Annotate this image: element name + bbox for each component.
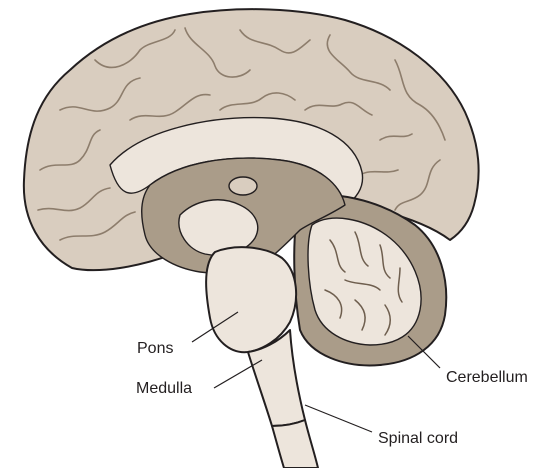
- label-medulla: Medulla: [136, 380, 192, 397]
- label-pons: Pons: [137, 340, 173, 357]
- spinal-cord: [272, 420, 318, 468]
- label-spinal-cord: Spinal cord: [378, 430, 458, 447]
- thalamus-spot: [229, 177, 257, 195]
- label-cerebellum: Cerebellum: [446, 369, 528, 386]
- spinal-cord-leader: [305, 405, 372, 432]
